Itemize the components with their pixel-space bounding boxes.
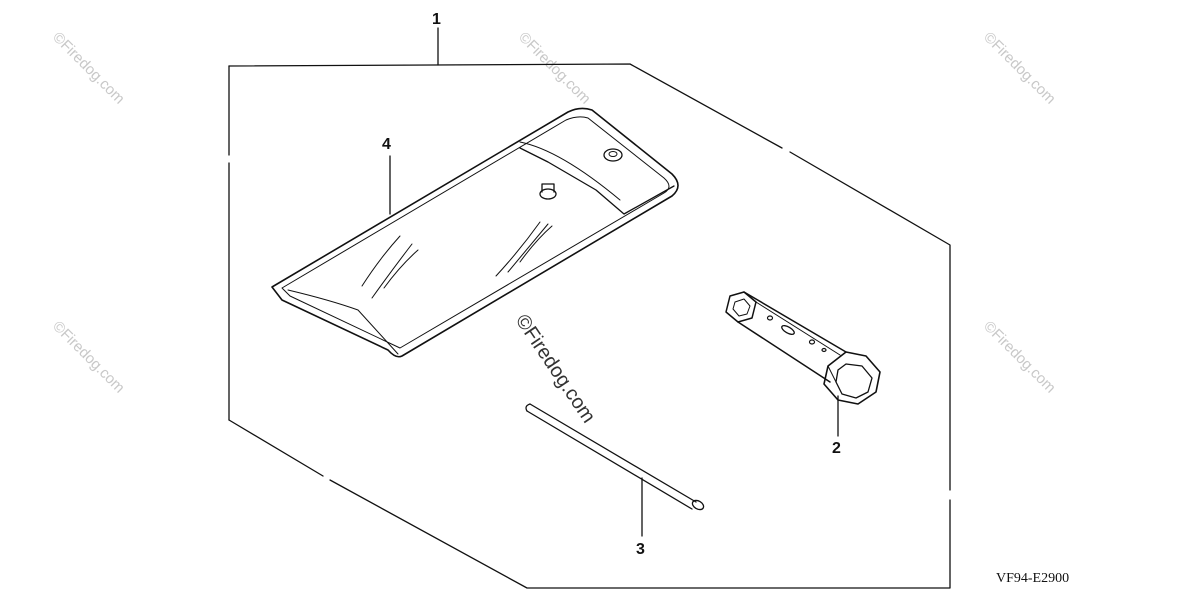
plug-wrench: 2: [725, 291, 881, 457]
diagram-code: VF94-E2900: [996, 571, 1069, 586]
callout-3-label: 3: [636, 541, 645, 558]
kit-outline: [228, 63, 951, 589]
watermark-top-left: ©Firedog.com: [49, 29, 128, 108]
callout-1: 1: [432, 11, 441, 66]
watermark-top-right: ©Firedog.com: [980, 29, 1059, 108]
watermark-center: ©Firedog.com: [511, 310, 600, 427]
watermark-mid-right: ©Firedog.com: [980, 318, 1059, 397]
watermark-top-center: ©Firedog.com: [515, 29, 594, 108]
watermarks: ©Firedog.com ©Firedog.com ©Firedog.com ©…: [49, 29, 1059, 427]
handle-bar: 3: [525, 403, 705, 558]
watermark-mid-left: ©Firedog.com: [49, 318, 128, 397]
callout-2-label: 2: [832, 440, 841, 457]
tool-bag: 4: [271, 107, 679, 358]
callout-1-label: 1: [432, 11, 441, 28]
callout-4-label: 4: [382, 136, 391, 153]
